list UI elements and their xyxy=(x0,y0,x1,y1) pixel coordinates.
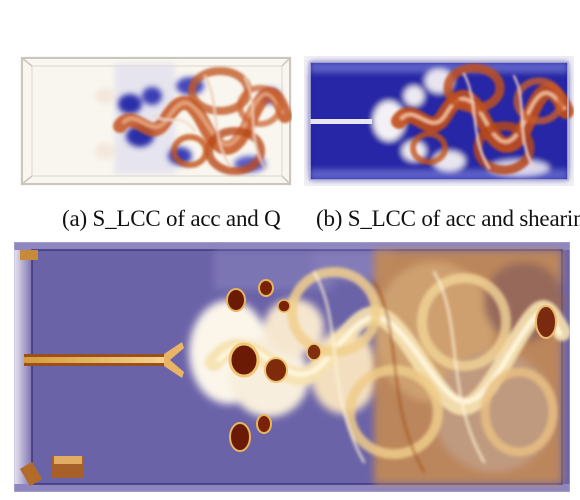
panel-b-image xyxy=(304,56,574,186)
panel-a-image xyxy=(20,56,292,186)
panel-c-image xyxy=(14,242,570,492)
panel-a-caption: (a) S_LCC of acc and Q xyxy=(62,206,281,231)
panel-b-caption: (b) S_LCC of acc and shearing xyxy=(316,206,580,231)
